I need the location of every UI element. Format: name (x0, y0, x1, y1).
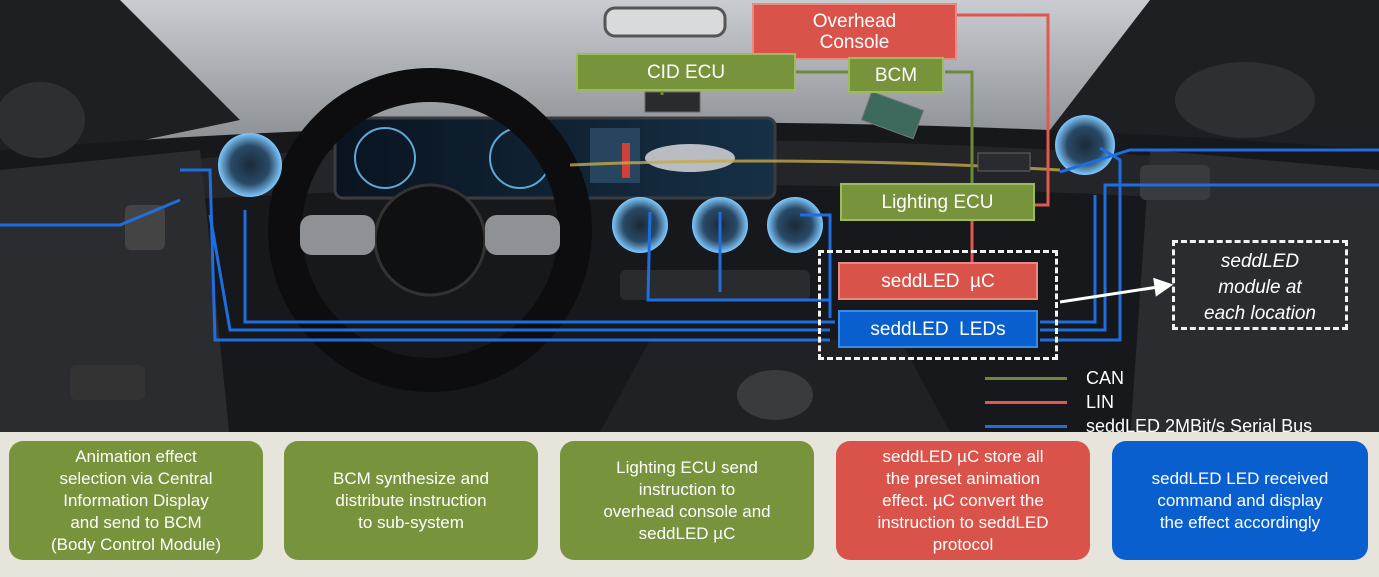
seddled-group-outline (818, 250, 1058, 360)
legend-serial-line (985, 425, 1067, 428)
legend-lin-line (985, 401, 1067, 404)
step-card-lighting-ecu: Lighting ECU send instruction to overhea… (560, 441, 814, 560)
step-card-bcm: BCM synthesize and distribute instructio… (284, 441, 538, 560)
pointer-arrow (1059, 277, 1174, 304)
overhead-console-box: Overhead Console (752, 3, 957, 60)
step-card-cid: Animation effect selection via Central I… (9, 441, 263, 560)
step-card-seddled-uc: seddLED µC store all the preset animatio… (836, 441, 1090, 560)
seddled-uc-box: seddLED µC (838, 262, 1038, 300)
legend-serial-label: seddLED 2MBit/s Serial Bus (1086, 416, 1313, 436)
seddled-leds-box: seddLED LEDs (838, 310, 1038, 348)
lin-bus-lines (955, 13, 1050, 262)
cid-ecu-box: CID ECU (576, 53, 796, 91)
legend-can-line (985, 377, 1067, 380)
legend-can-label: CAN (1086, 368, 1125, 388)
step-card-seddled-led: seddLED LED received command and display… (1112, 441, 1368, 560)
legend-lin-label: LIN (1086, 392, 1115, 412)
lighting-ecu-box: Lighting ECU (840, 183, 1035, 221)
serial-bus-lines (0, 146, 1379, 342)
module-location-note: seddLED module at each location (1172, 240, 1348, 330)
bcm-box: BCM (848, 57, 944, 93)
